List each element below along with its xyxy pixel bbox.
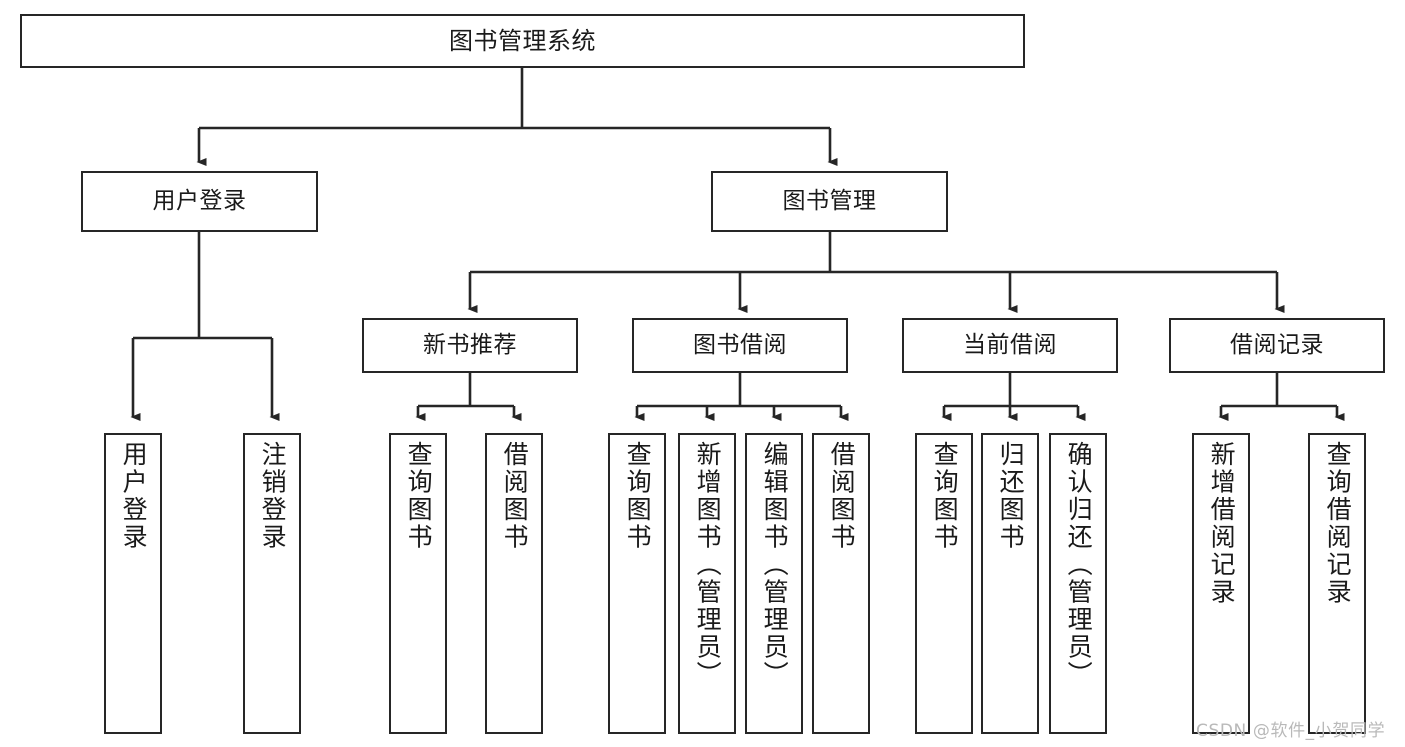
node-book-borrow-label: 图书借阅 xyxy=(693,331,787,358)
node-leaf-query-record-label: 查询借阅记录 xyxy=(1323,441,1353,606)
node-book-manage[interactable]: 图书管理 xyxy=(711,171,948,232)
node-leaf-return-book[interactable]: 归还图书 xyxy=(981,433,1039,734)
node-leaf-query-book-3-label: 查询图书 xyxy=(930,441,960,551)
node-leaf-add-book-label: 新增图书（管理员） xyxy=(693,441,723,689)
node-leaf-add-book[interactable]: 新增图书（管理员） xyxy=(678,433,736,734)
node-book-borrow[interactable]: 图书借阅 xyxy=(632,318,848,373)
node-leaf-borrow-book-2-label: 借阅图书 xyxy=(827,441,857,551)
node-leaf-query-book-3[interactable]: 查询图书 xyxy=(915,433,973,734)
node-leaf-add-record[interactable]: 新增借阅记录 xyxy=(1192,433,1250,734)
node-current-borrow-label: 当前借阅 xyxy=(963,331,1057,358)
node-leaf-query-book-2-label: 查询图书 xyxy=(623,441,653,551)
node-leaf-logout-label: 注销登录 xyxy=(258,441,288,551)
node-leaf-confirm-return[interactable]: 确认归还（管理员） xyxy=(1049,433,1107,734)
node-leaf-confirm-return-label: 确认归还（管理员） xyxy=(1064,441,1094,689)
node-leaf-query-book-2[interactable]: 查询图书 xyxy=(608,433,666,734)
node-root-label: 图书管理系统 xyxy=(449,26,596,55)
node-leaf-add-record-label: 新增借阅记录 xyxy=(1207,441,1237,606)
node-leaf-user-login-label: 用户登录 xyxy=(119,441,149,551)
node-root[interactable]: 图书管理系统 xyxy=(20,14,1025,68)
node-book-manage-label: 图书管理 xyxy=(782,187,877,214)
node-user-login[interactable]: 用户登录 xyxy=(81,171,318,232)
node-leaf-query-record[interactable]: 查询借阅记录 xyxy=(1308,433,1366,734)
node-leaf-borrow-book-1-label: 借阅图书 xyxy=(500,441,530,551)
node-current-borrow[interactable]: 当前借阅 xyxy=(902,318,1118,373)
node-new-book-recommend-label: 新书推荐 xyxy=(423,331,517,358)
node-leaf-edit-book[interactable]: 编辑图书（管理员） xyxy=(745,433,803,734)
node-leaf-borrow-book-2[interactable]: 借阅图书 xyxy=(812,433,870,734)
node-borrow-record[interactable]: 借阅记录 xyxy=(1169,318,1385,373)
node-user-login-label: 用户登录 xyxy=(152,187,247,214)
node-new-book-recommend[interactable]: 新书推荐 xyxy=(362,318,578,373)
csdn-watermark: CSDN @软件_小贺同学 xyxy=(1196,721,1386,741)
node-leaf-query-book-1-label: 查询图书 xyxy=(404,441,434,551)
node-leaf-logout[interactable]: 注销登录 xyxy=(243,433,301,734)
node-leaf-user-login[interactable]: 用户登录 xyxy=(104,433,162,734)
node-leaf-return-book-label: 归还图书 xyxy=(996,441,1026,551)
node-leaf-borrow-book-1[interactable]: 借阅图书 xyxy=(485,433,543,734)
node-borrow-record-label: 借阅记录 xyxy=(1230,331,1324,358)
node-leaf-edit-book-label: 编辑图书（管理员） xyxy=(760,441,790,689)
node-leaf-query-book-1[interactable]: 查询图书 xyxy=(389,433,447,734)
